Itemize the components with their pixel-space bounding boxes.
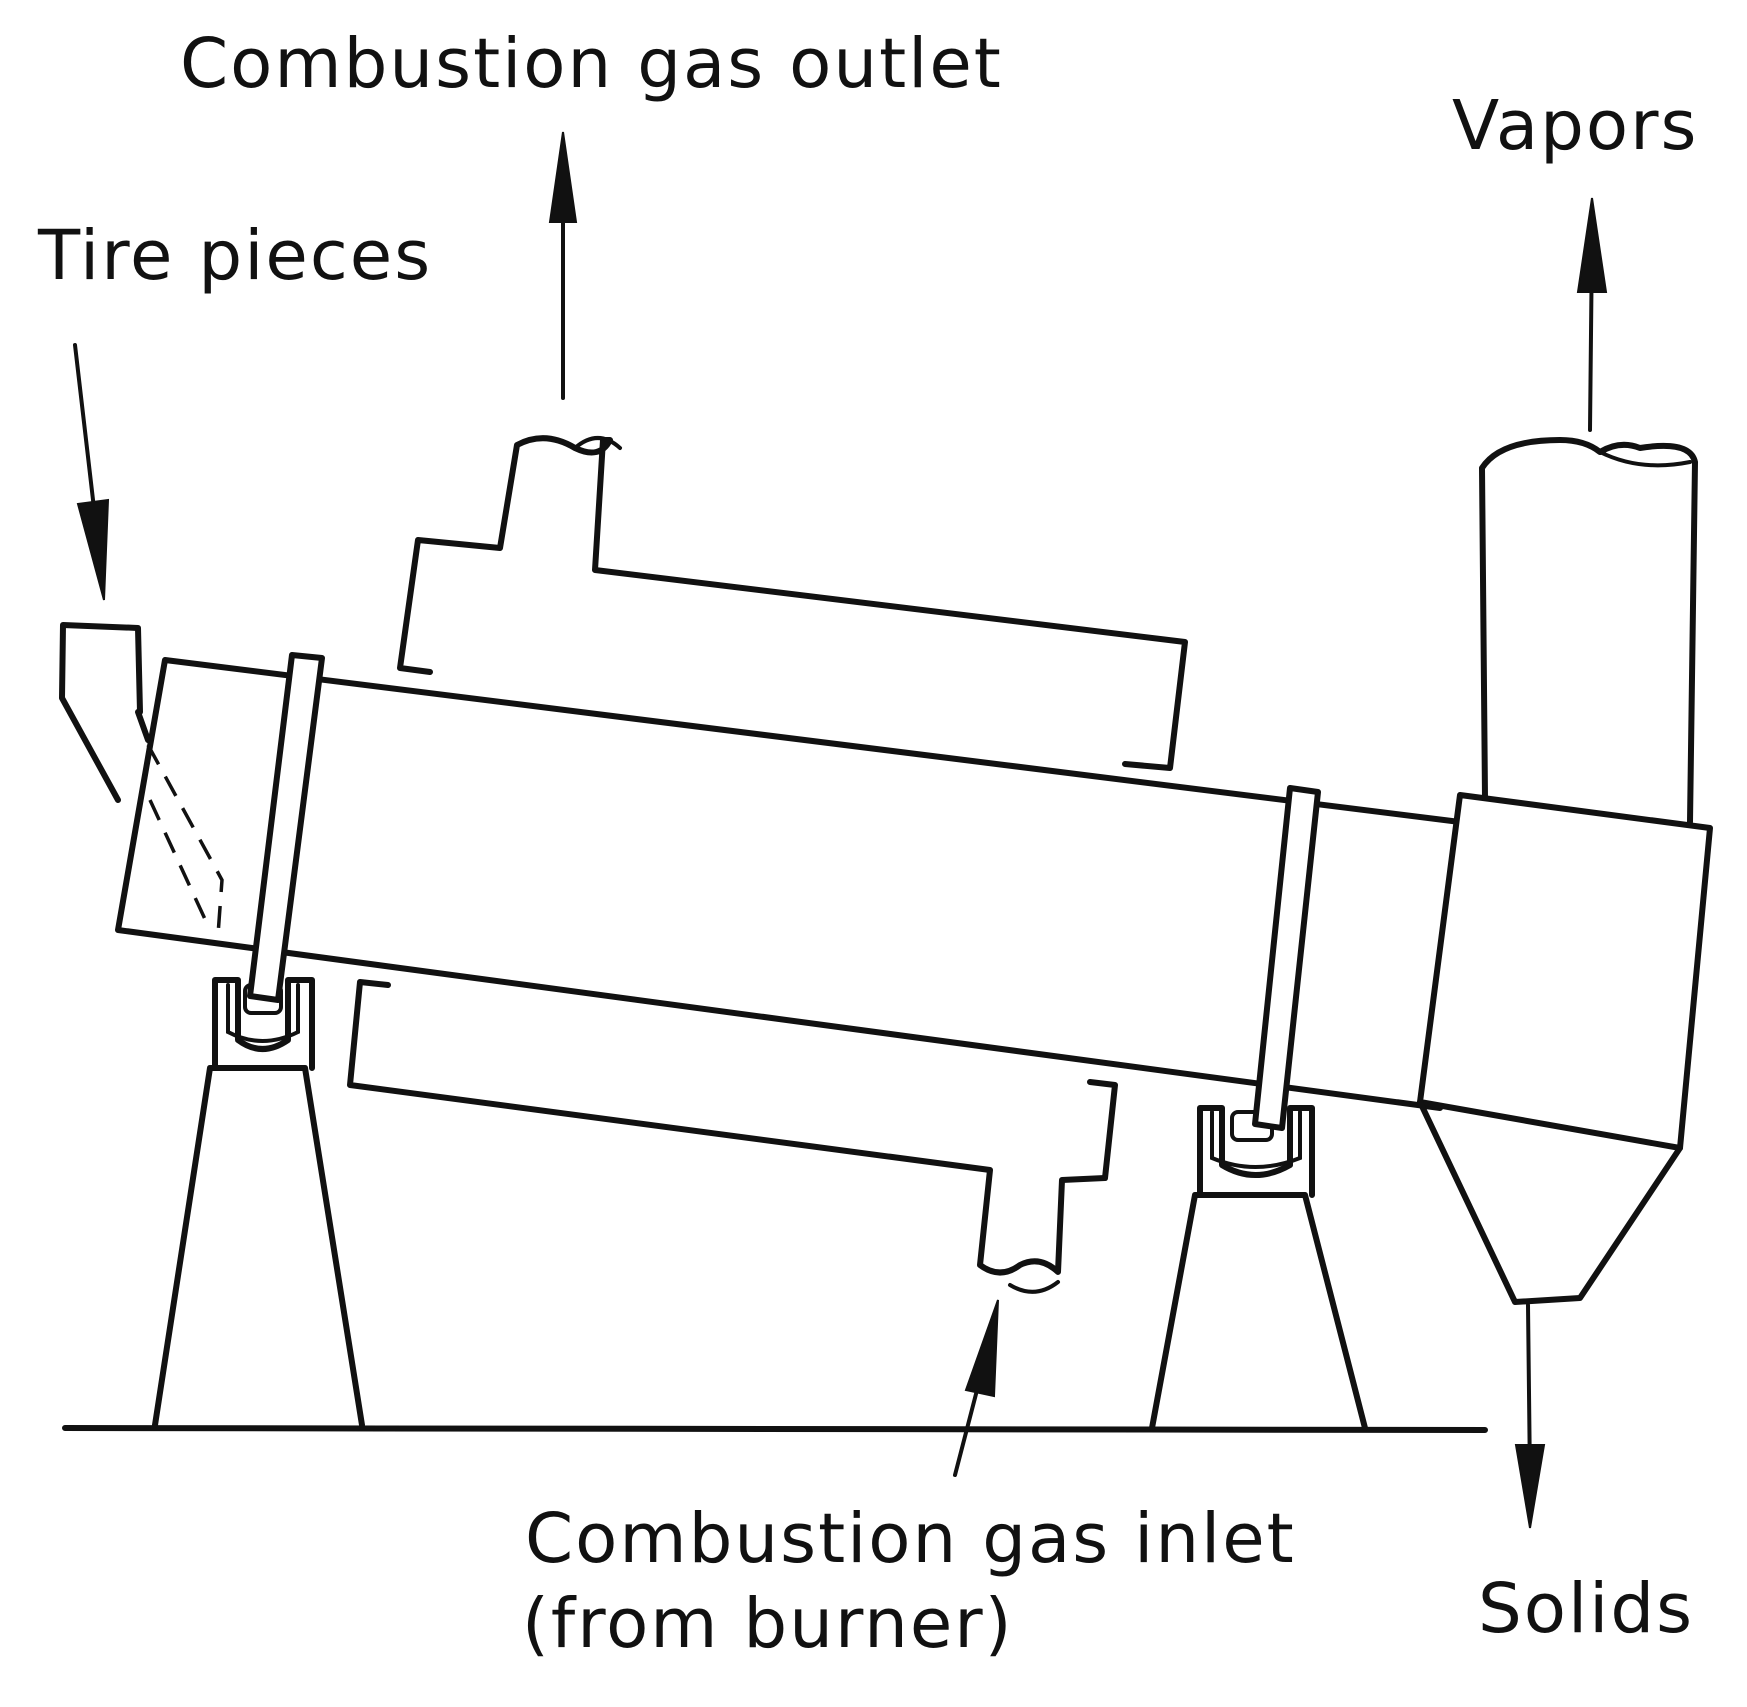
outlet-pipe-top <box>573 436 622 450</box>
discharge-housing <box>1417 792 1713 1151</box>
outlet-jacket <box>397 435 1188 771</box>
discharge-cone <box>1417 1099 1683 1305</box>
feed-chute-hidden <box>146 744 224 936</box>
inlet-arrow <box>953 1299 999 1477</box>
label-tire-pieces: Tire pieces <box>38 216 433 296</box>
label-solids: Solids <box>1478 1569 1695 1649</box>
label-vapors: Vapors <box>1452 86 1699 166</box>
feed-hopper <box>59 622 143 803</box>
label-from-burner: (from burner) <box>522 1584 1014 1664</box>
vapor-stack <box>1479 437 1698 825</box>
left-riding-ring <box>247 652 325 1003</box>
right-support-stand <box>1149 1192 1368 1431</box>
inlet-pipe-bottom <box>1008 1280 1060 1294</box>
vapor-stack-opening <box>1598 450 1692 468</box>
hopper-edge <box>135 709 151 743</box>
vapors-arrow <box>1576 197 1608 432</box>
left-support-stand <box>152 1065 365 1428</box>
kiln-drum <box>115 657 1463 1111</box>
right-riding-ring <box>1252 785 1321 1131</box>
tire-pieces-arrow <box>73 343 110 601</box>
outlet-arrow <box>548 131 578 400</box>
inlet-jacket <box>347 979 1118 1276</box>
label-combustion-gas-inlet: Combustion gas inlet <box>525 1499 1296 1579</box>
ground-line <box>62 1425 1488 1433</box>
solids-arrow <box>1514 1303 1546 1529</box>
label-combustion-gas-outlet: Combustion gas outlet <box>180 24 1003 104</box>
